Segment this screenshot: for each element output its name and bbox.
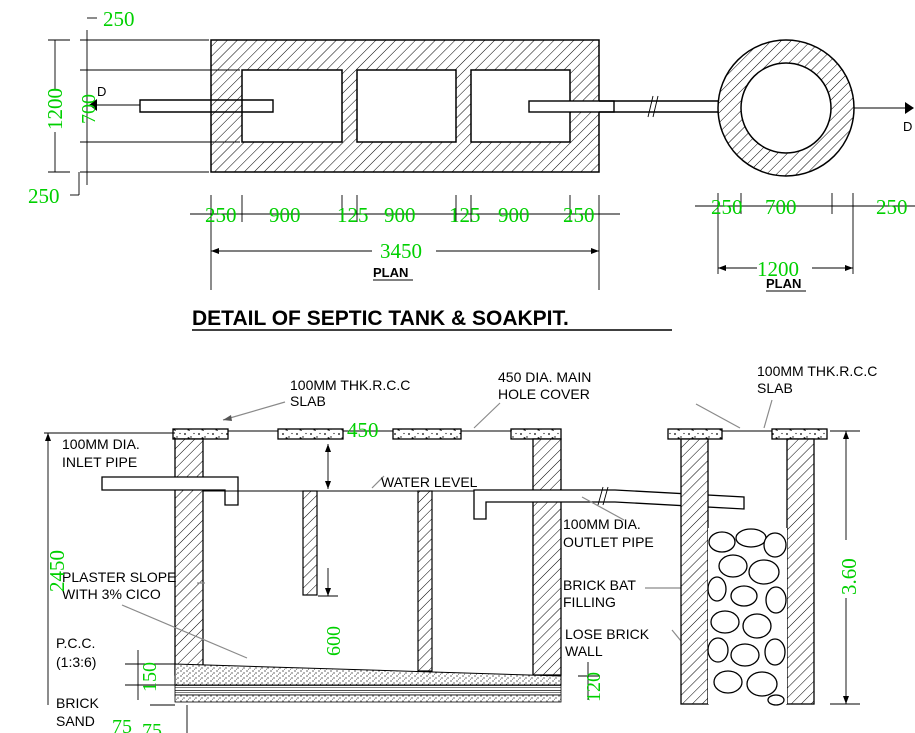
section-outlet-pipe [473,489,745,520]
pit-seg-2: 700 [765,195,797,219]
section-marker-left: D [97,84,106,99]
cover-label-line2: HOLE COVER [498,386,590,402]
plan-seg-7: 250 [563,203,595,227]
soakpit-section: 100MM THK.R.C.C SLAB 3.60 [667,363,877,706]
pit-left-wall [680,438,709,705]
brickbat-label-line1: BRICK BAT [563,577,636,593]
plan-horizontal-dimensions: 250 900 125 900 125 900 250 3450 PLAN [190,195,620,290]
section-arrow-right [905,102,914,114]
plan-inlet-pipe [139,99,274,113]
plaster-label-line2: WITH 3% CICO [62,586,161,602]
dim-outlet-drop: 120 [583,672,605,702]
pit-slab-label-line1: 100MM THK.R.C.C [757,363,877,379]
septic-tank-section: 100MM THK.R.C.C SLAB 450 DIA. MAIN HOLE … [44,369,745,733]
plan-seg-1: 250 [205,203,237,227]
outlet-label-line2: OUTLET PIPE [563,534,654,550]
dim-cover: 450 [347,418,379,442]
plan-label-left: PLAN [373,265,408,280]
dim-depth: 2450 [45,550,69,592]
pit-slab-right [771,428,828,440]
baffle-wall-1 [302,490,318,596]
section-inlet-pipe [101,476,239,506]
slab-segment-3 [392,428,462,440]
septic-tank-plan: D [89,39,720,173]
section-marker-right: D [903,119,912,134]
dim-sand: 75 [142,720,162,733]
tank-plan-walls [210,39,600,173]
brickbat-label-line2: FILLING [563,594,616,610]
tank-left-wall [174,438,204,676]
pcc-label-line2: (1:3:6) [56,654,96,670]
pit-slab-left [667,428,723,440]
brick-label: BRICK [56,695,99,711]
plan-seg-3: 125 [337,203,369,227]
plan-vertical-dimensions: 250 1200 700 250 [28,7,240,208]
plan-seg-5: 125 [449,203,481,227]
pcc-label-line1: P.C.C. [56,635,95,651]
water-level-label: WATER LEVEL [381,474,478,490]
plan-dim-top: 250 [103,7,135,31]
brick-bat-filling [707,528,787,706]
pit-right-wall [786,438,815,705]
soakpit-plan: D 250 700 250 1200 PLAN [695,39,915,292]
plan-seg-2: 900 [269,203,301,227]
plan-dim-bottom: 250 [28,184,60,208]
lose-brick-label-line1: LOSE BRICK [565,626,650,642]
slab-label-line2: SLAB [290,393,326,409]
plan-seg-6: 900 [498,203,530,227]
plaster-label-line1: PLASTER SLOPE [62,569,176,585]
slab-segment-2 [277,428,344,440]
drawing-title: DETAIL OF SEPTIC TANK & SOAKPIT. [192,307,569,330]
inlet-label-line1: 100MM DIA. [62,436,140,452]
slab-segment-1 [172,428,229,440]
dim-pit-depth: 3.60 [837,558,861,595]
dim-brick: 75 [112,716,132,733]
tank-right-wall [532,438,562,676]
baffle-wall-2 [417,490,433,672]
pit-seg-1: 250 [711,195,743,219]
plan-seg-4: 900 [384,203,416,227]
plan-dim-total: 3450 [380,239,422,263]
pit-slab-label-line2: SLAB [757,380,793,396]
pcc-floor [174,663,562,686]
cover-label-line1: 450 DIA. MAIN [498,369,591,385]
dim-pcc: 150 [139,662,161,692]
sand-label: SAND [56,713,95,729]
pit-seg-3: 250 [876,195,908,219]
lose-brick-label-line2: WALL [565,643,603,659]
outlet-label-line1: 100MM DIA. [563,516,641,532]
inlet-label-line2: INLET PIPE [62,454,137,470]
dim-baffle: 600 [323,626,345,656]
plan-outlet-pipe [528,100,615,113]
plan-dim-height: 1200 [43,88,67,130]
plan-dim-inner: 700 [78,94,100,124]
slab-segment-4 [510,428,562,440]
slab-label-line1: 100MM THK.R.C.C [290,377,410,393]
brick-layer [174,684,562,696]
section-arrow-left [89,99,97,111]
pit-dim-total: 1200 [757,257,799,281]
plan-label-right: PLAN [766,276,801,291]
sand-layer [174,694,562,703]
